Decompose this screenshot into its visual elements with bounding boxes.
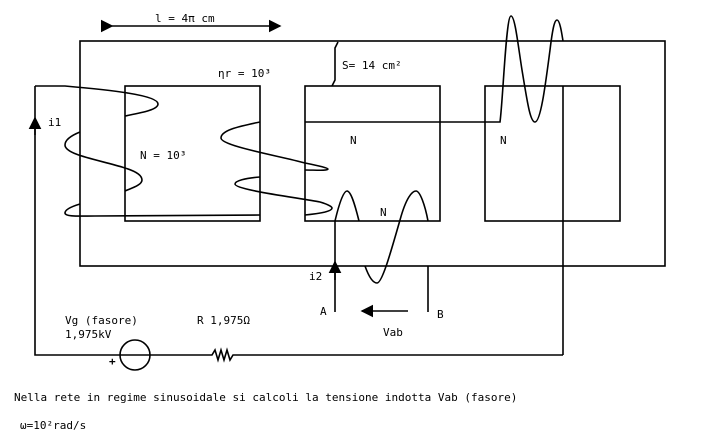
resistor-label: R 1,975Ω — [197, 314, 250, 327]
current-i2-label: i2 — [309, 270, 323, 283]
resistor-icon — [150, 347, 563, 363]
omega-label: ω=10²rad/s — [20, 419, 87, 432]
coupling-coil — [220, 121, 333, 216]
core-window-2 — [304, 85, 441, 222]
turns-label: N — [380, 206, 387, 219]
current-i1-label: i1 — [48, 116, 62, 129]
turns-label: N — [350, 134, 357, 147]
terminal-a-label: A — [320, 305, 327, 318]
secondary-coil — [334, 190, 429, 284]
core-window-3 — [484, 85, 621, 222]
source-value: 1,975kV — [65, 328, 112, 341]
source-label: Vg (fasore) — [65, 314, 138, 327]
source-polarity: + — [109, 355, 116, 368]
primary-turns-label: N = 10³ — [140, 149, 187, 162]
primary-coil — [35, 85, 261, 217]
section-dimension-mark — [331, 41, 339, 87]
length-label: l = 4π cm — [155, 12, 215, 25]
magnetic-core-outer — [79, 40, 666, 267]
link-wire — [305, 15, 564, 123]
turns-label: N — [500, 134, 507, 147]
core-window-1 — [124, 85, 261, 222]
terminal-b-label: B — [437, 308, 444, 321]
permeability-label: ηr = 10³ — [218, 67, 271, 80]
left-wire — [34, 86, 120, 356]
section-label: S= 14 cm² — [342, 59, 402, 72]
vab-label: Vab — [383, 326, 403, 339]
problem-statement: Nella rete in regime sinusoidale si calc… — [14, 391, 518, 404]
